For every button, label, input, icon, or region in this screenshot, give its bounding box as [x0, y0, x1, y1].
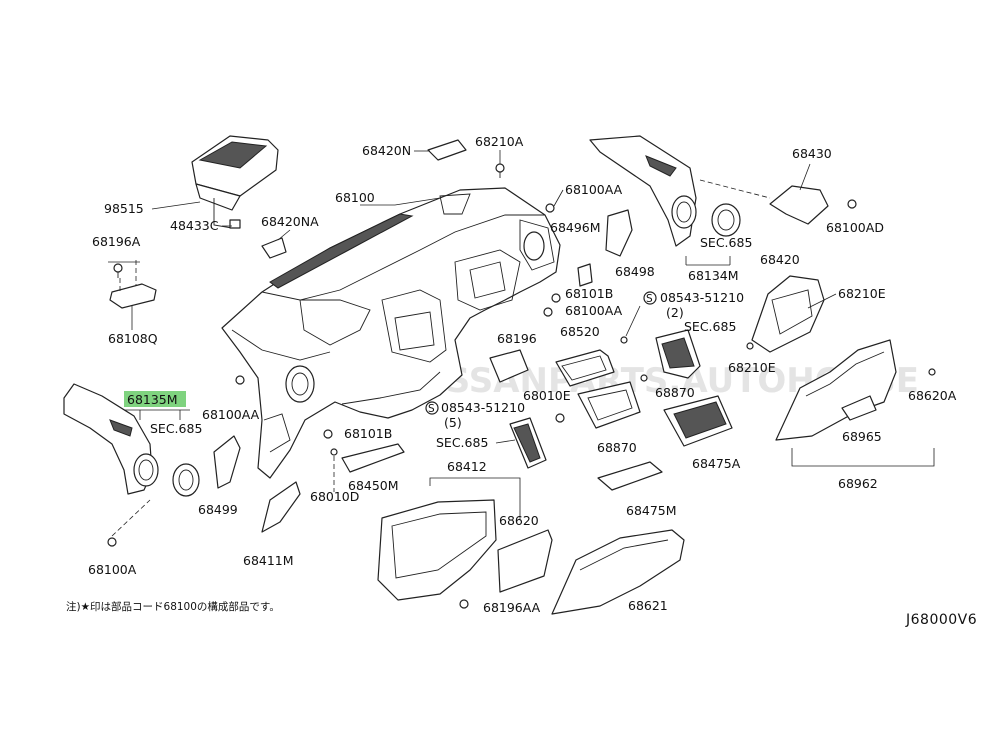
label-68420: 68420 — [760, 252, 800, 267]
label-68100: 68100 — [335, 190, 375, 205]
vent-ring-68134M[interactable] — [711, 203, 741, 237]
label-68965: 68965 — [842, 429, 882, 444]
label-68870-a: 68870 — [655, 385, 695, 400]
bolt-68100AD[interactable] — [847, 199, 857, 209]
label-68475M: 68475M — [626, 503, 677, 518]
bolt-68100A[interactable] — [107, 537, 117, 547]
finisher-68135M[interactable] — [63, 383, 159, 495]
label-68010E: 68010E — [523, 388, 571, 403]
panel-68411M[interactable] — [261, 481, 301, 533]
label-68196: 68196 — [497, 331, 537, 346]
label-68496M: 68496M — [550, 220, 601, 235]
label-68420N: 68420N — [362, 143, 411, 158]
diagram-code: J68000V6 — [905, 612, 977, 628]
part-68496M[interactable] — [605, 209, 633, 257]
part-68498[interactable] — [577, 263, 593, 287]
label-08543-mid-qty: (5) — [444, 415, 462, 430]
bracket-68430[interactable] — [769, 185, 829, 225]
door-68620[interactable] — [497, 529, 553, 593]
label-48433C: 48433C — [170, 218, 219, 233]
label-08543-mid: 08543-51210 — [441, 400, 525, 415]
bolt-68101B-mid[interactable] — [323, 429, 333, 439]
part-68420NA[interactable] — [261, 237, 287, 259]
lid-98515[interactable] — [191, 135, 279, 229]
label-68621: 68621 — [628, 598, 668, 613]
label-68134M: 68134M — [688, 268, 739, 283]
bolt-68100AA-mid[interactable] — [543, 307, 553, 317]
bolt-68100AA-top[interactable] — [545, 203, 555, 213]
bracket-68108Q[interactable] — [109, 263, 157, 309]
label-SEC685-c: SEC.685 — [150, 421, 202, 436]
label-SEC685-a: SEC.685 — [700, 235, 752, 250]
label-68450M: 68450M — [348, 478, 399, 493]
clip-68210E-mid[interactable] — [746, 342, 754, 350]
bolt-68100AA-left[interactable] — [235, 375, 245, 385]
screw-08543-51210-top[interactable]: S — [620, 291, 657, 344]
highlight-68135M — [124, 391, 186, 407]
label-68101B-mid: 68101B — [344, 426, 392, 441]
glovebox-68412[interactable] — [377, 499, 497, 601]
bracket-68450M[interactable] — [341, 443, 405, 473]
svg-text:S: S — [428, 403, 435, 415]
clip-68196AA[interactable] — [459, 599, 469, 609]
label-08543-top: 08543-51210 — [660, 290, 744, 305]
hood-68520[interactable] — [555, 349, 615, 387]
cap-68420N[interactable] — [427, 139, 467, 161]
label-68430: 68430 — [792, 146, 832, 161]
bolt-68101B-top[interactable] — [551, 293, 561, 303]
label-68135M[interactable]: 68135M — [127, 392, 178, 407]
label-68420NA: 68420NA — [261, 214, 319, 229]
label-08543-top-qty: (2) — [666, 305, 684, 320]
bolt-68010D[interactable] — [330, 448, 338, 492]
tray-68475M[interactable] — [597, 461, 663, 491]
label-68100A: 68100A — [88, 562, 137, 577]
label-98515: 98515 — [104, 201, 144, 216]
label-68100AA-left: 68100AA — [202, 407, 260, 422]
label-68108Q: 68108Q — [108, 331, 158, 346]
vent-ring-68135M[interactable] — [172, 463, 200, 497]
label-68412: 68412 — [447, 459, 487, 474]
label-68620: 68620 — [499, 513, 539, 528]
label-SEC685-b: SEC.685 — [684, 319, 736, 334]
screw-08543-51210-mid[interactable]: S — [425, 401, 439, 415]
label-68411M: 68411M — [243, 553, 294, 568]
label-68196AA: 68196AA — [483, 600, 541, 615]
label-68870-b: 68870 — [597, 440, 637, 455]
label-68100AA-mid: 68100AA — [565, 303, 623, 318]
panel-68870[interactable] — [577, 381, 641, 429]
cluster-lid-68420[interactable] — [751, 275, 825, 353]
cover-68962[interactable] — [775, 339, 897, 441]
footnote: 注)★印は部品コード68100の構成部品です。 — [66, 600, 280, 613]
label-68100AA-top: 68100AA — [565, 182, 623, 197]
label-68498: 68498 — [615, 264, 655, 279]
label-68100AD: 68100AD — [826, 220, 884, 235]
vent-SEC685-b[interactable] — [655, 329, 701, 379]
clip-68210A[interactable] — [495, 163, 505, 178]
label-68101B-top: 68101B — [565, 286, 613, 301]
label-68962: 68962 — [838, 476, 878, 491]
finisher-68134M[interactable] — [589, 135, 697, 247]
svg-text:S: S — [646, 293, 653, 305]
clip-68620A[interactable] — [928, 368, 936, 376]
label-68210E-top: 68210E — [838, 286, 886, 301]
label-68210E-mid: 68210E — [728, 360, 776, 375]
part-68965[interactable] — [841, 395, 877, 421]
cover-68621[interactable] — [551, 529, 685, 615]
label-SEC685-d: SEC.685 — [436, 435, 488, 450]
label-68196A: 68196A — [92, 234, 141, 249]
bracket-68196[interactable] — [489, 349, 529, 383]
panel-68499[interactable] — [213, 435, 241, 489]
instrument-panel-68100[interactable] — [221, 187, 561, 479]
label-68520: 68520 — [560, 324, 600, 339]
unit-68475A[interactable] — [663, 395, 733, 447]
label-68499: 68499 — [198, 502, 238, 517]
label-68010D: 68010D — [310, 489, 359, 504]
part-68010E[interactable] — [555, 413, 565, 423]
label-68620A: 68620A — [908, 388, 957, 403]
label-68475A: 68475A — [692, 456, 741, 471]
vent-center[interactable] — [509, 417, 547, 469]
label-68210A: 68210A — [475, 134, 524, 149]
